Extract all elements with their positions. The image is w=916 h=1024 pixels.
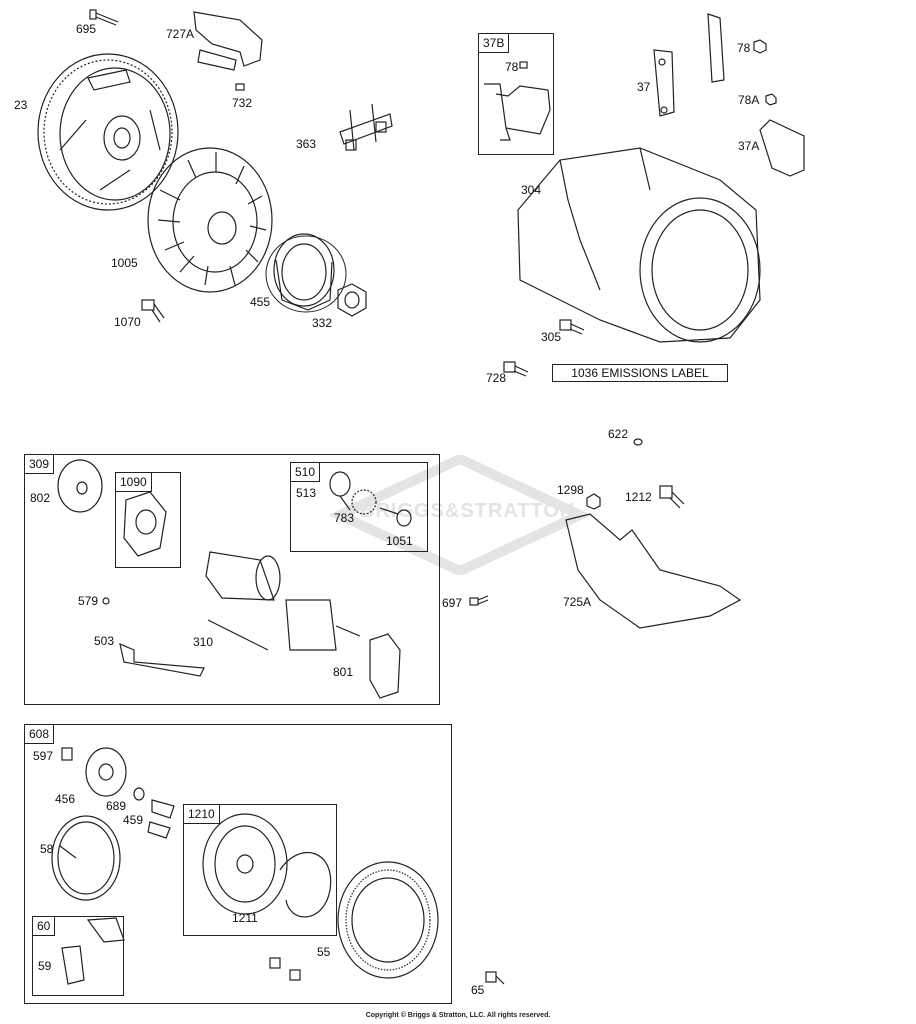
group-510: 510	[290, 462, 428, 552]
part-number: 727A	[166, 27, 195, 41]
part-number: 1211	[232, 911, 258, 925]
part-number: 783	[334, 511, 355, 525]
shield-727a-drawing	[193, 11, 263, 71]
bracket-37b-drawing	[484, 83, 551, 141]
bolt-697-drawing	[469, 595, 489, 606]
part-number: 55	[317, 945, 331, 959]
screen-455-drawing	[265, 233, 347, 313]
part-number: 304	[521, 183, 542, 197]
nut-1298-drawing	[586, 493, 601, 510]
part-number: 310	[193, 635, 214, 649]
watermark-logo	[330, 455, 590, 575]
bracket-37-drawing	[653, 49, 675, 117]
part-number: 1005	[111, 256, 138, 270]
part-number: 37	[637, 80, 651, 94]
fan-1005-drawing	[147, 147, 273, 293]
part-number: 725A	[563, 595, 592, 609]
part-number: 1070	[114, 315, 141, 329]
nut-78a-drawing	[765, 93, 777, 106]
shield-725a-drawing	[565, 513, 742, 629]
part-number: 37A	[738, 139, 760, 153]
part-number: 332	[312, 316, 333, 330]
bolt-728-drawing	[503, 361, 529, 377]
bolt-65-drawing	[485, 971, 505, 985]
group-37b-tag: 37B	[479, 34, 510, 53]
part-number: 1298	[557, 483, 584, 497]
part-number: 78	[737, 41, 751, 55]
part-number: 801	[333, 665, 354, 679]
drive-510-drawing	[329, 471, 412, 527]
part-number: 305	[541, 330, 562, 344]
bolt-695-drawing	[89, 9, 119, 26]
part-number: 1051	[386, 534, 413, 548]
part-number: 459	[123, 813, 144, 827]
washer-622-drawing	[633, 438, 643, 446]
group-309: 309	[24, 454, 440, 705]
part-number: 728	[486, 371, 507, 385]
part-number: 732	[232, 96, 253, 110]
plate-37a-drawing	[759, 119, 805, 177]
part-number: 363	[296, 137, 317, 151]
group-1210-tag: 1210	[184, 805, 220, 824]
part-number: 503	[94, 634, 115, 648]
part-number: 456	[55, 792, 76, 806]
group-37b: 37B	[478, 33, 554, 155]
part-number: 78A	[738, 93, 760, 107]
emissions-label-box: 1036 EMISSIONS LABEL	[552, 364, 728, 382]
watermark-text: BRIGGS&STRATTON	[360, 500, 576, 522]
part-number: 455	[250, 295, 271, 309]
part-number: 59	[38, 959, 52, 973]
flywheel-drawing	[37, 53, 179, 211]
group-1090: 1090	[115, 472, 181, 568]
nut-78-drawing	[753, 39, 767, 54]
part-number: 695	[76, 22, 97, 36]
copyright-notice: Copyright © Briggs & Stratton, LLC. All …	[365, 1012, 551, 1019]
group-60-tag: 60	[33, 917, 56, 936]
blower-housing-304-drawing	[517, 147, 761, 343]
group-510-tag: 510	[291, 463, 321, 482]
stud-1212-drawing	[659, 485, 685, 509]
part-number: 597	[33, 749, 54, 763]
part-number: 58	[40, 842, 54, 856]
part-number: 23	[14, 98, 28, 112]
group-60: 60	[32, 916, 124, 996]
group-1090-tag: 1090	[116, 473, 152, 492]
bolt-1070-drawing	[141, 299, 165, 323]
group-608-tag: 608	[25, 725, 55, 744]
group-309-tag: 309	[25, 455, 55, 474]
part-number: 513	[296, 486, 317, 500]
bolt-305-drawing	[559, 319, 585, 335]
group-608: 608	[24, 724, 452, 1004]
part-number: 78	[505, 60, 519, 74]
part-number: 1212	[625, 490, 652, 504]
part-number: 65	[471, 983, 485, 997]
starter-309-drawing	[57, 459, 401, 699]
part-number: 622	[608, 427, 629, 441]
group-1210: 1210	[183, 804, 337, 936]
part-number: 697	[442, 596, 463, 610]
part-number: 802	[30, 491, 51, 505]
gasket-strip-drawing	[707, 13, 725, 83]
part-number: 689	[106, 799, 127, 813]
armature-363-drawing	[339, 103, 393, 151]
part-number: 579	[78, 594, 99, 608]
nut-332-drawing	[337, 283, 367, 317]
rewind-608-drawing	[51, 747, 439, 985]
